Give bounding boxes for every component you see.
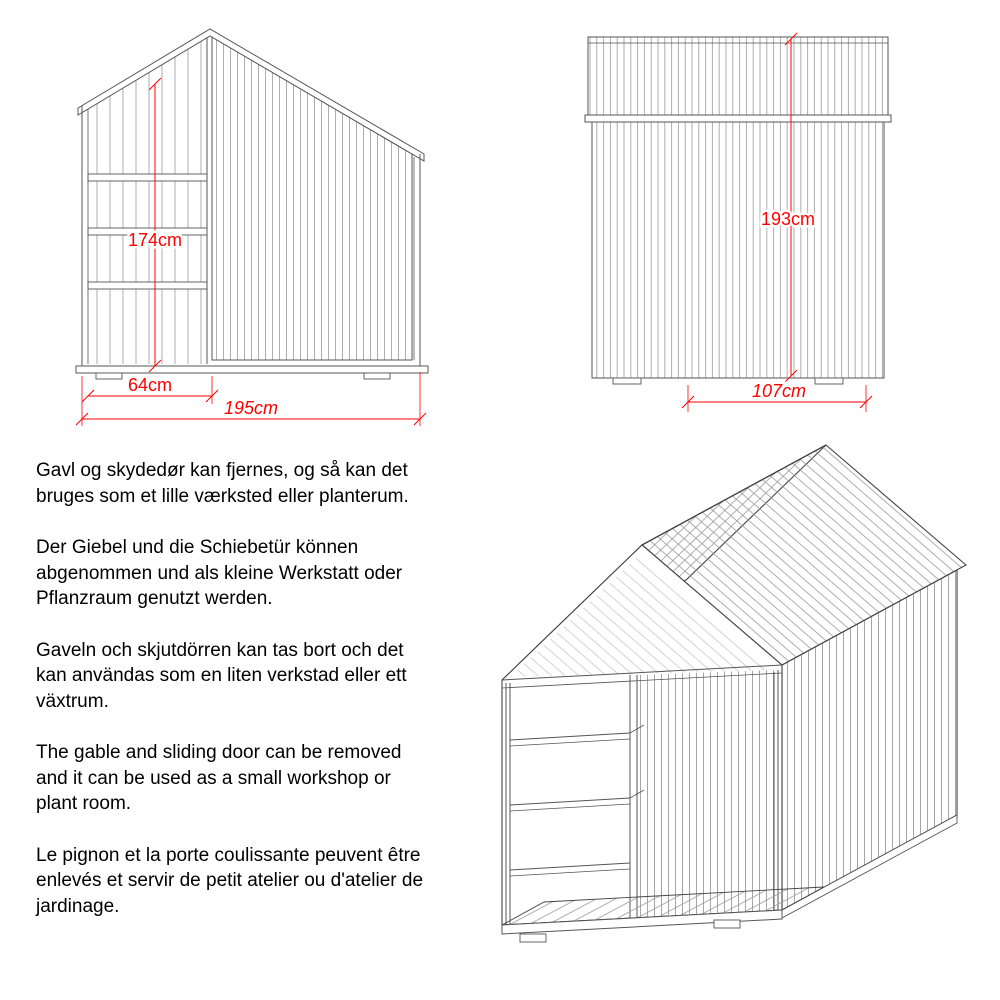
base-rail <box>75 365 429 374</box>
side-elevation-drawing: 174cm 64cm 195cm <box>75 28 429 426</box>
gable-triangle-interior <box>510 553 774 677</box>
dimension-width-label: 107cm <box>752 381 806 401</box>
isometric-drawing <box>501 444 967 943</box>
foot <box>612 377 642 385</box>
roof-band <box>584 36 892 123</box>
dimension-height-label: 174cm <box>128 230 182 250</box>
foot <box>814 377 844 385</box>
floor <box>501 886 825 943</box>
dimensions: 193cm 107cm <box>681 32 873 412</box>
foot <box>713 919 741 929</box>
description-english: The gable and sliding door can be remove… <box>36 742 402 814</box>
gable-opening <box>501 544 783 926</box>
shelf <box>87 281 208 290</box>
open-frame-section <box>87 38 208 364</box>
dimension-total-width-label: 195cm <box>224 398 278 418</box>
dimensions: 174cm 64cm 195cm <box>75 77 427 426</box>
foot <box>519 933 547 943</box>
description-danish: Gavl og skydedør kan fjernes, og så kan … <box>36 460 409 507</box>
description-swedish: Gaveln och skjutdörren kan tas bort och … <box>36 639 407 712</box>
sliding-door <box>211 36 413 361</box>
ridge-line <box>641 444 827 546</box>
description-block: Gavl og skydedør kan fjernes, og så kan … <box>36 458 436 945</box>
dimension-door-label: 64cm <box>128 375 172 395</box>
rear-elevation-drawing: 193cm 107cm <box>584 32 892 412</box>
slatted-wall <box>591 121 885 385</box>
shelf <box>87 173 208 182</box>
front-plinth <box>501 909 783 935</box>
interior-wall-slats <box>637 670 774 917</box>
eave-board <box>584 114 892 123</box>
interior-shelves <box>509 724 645 877</box>
description-french: Le pignon et la porte coulissante peuven… <box>36 844 424 917</box>
roof <box>77 28 425 162</box>
foot <box>95 372 123 380</box>
structure-outline <box>75 28 429 380</box>
side-wall <box>781 569 958 919</box>
foot <box>363 372 391 380</box>
description-german: Der Giebel und die Schiebetür können abg… <box>36 537 403 609</box>
dimension-height-label: 193cm <box>761 209 815 229</box>
